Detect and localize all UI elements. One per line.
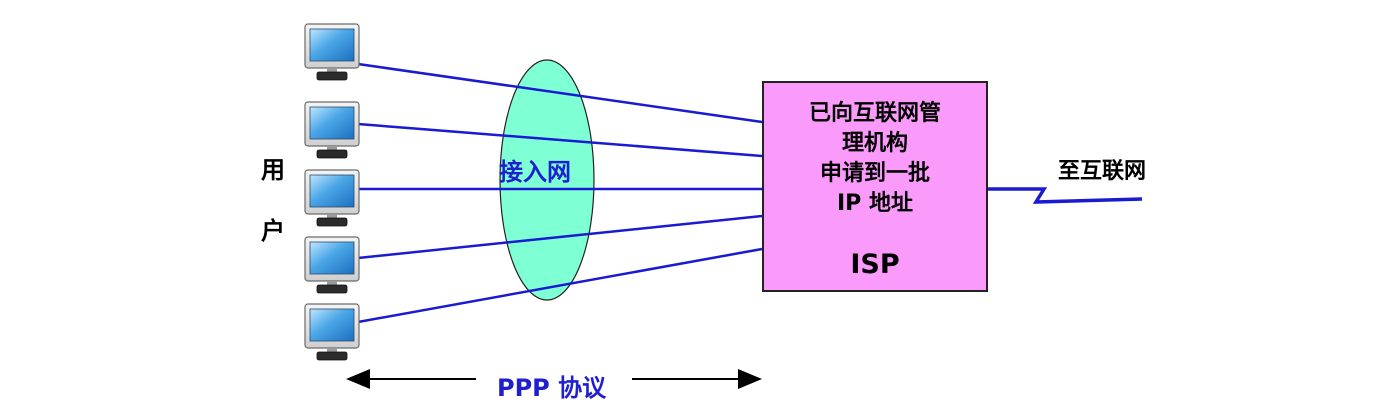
isp-description-line-1: 已向互联网管 [808,101,941,126]
internet-link-icon [988,187,1143,204]
isp-description: 已向互联网管 理机构 申请到一批 IP 地址 [764,99,986,219]
computer-group [304,23,360,361]
ppp-protocol-label: PPP 协议 [497,374,607,402]
access-network-label: 接入网 [499,158,571,186]
computer-icon [304,236,360,294]
computer-icon [304,303,360,361]
users-label-char-2: 户 [261,217,285,245]
link-lines [357,62,763,324]
isp-name: ISP [850,249,900,280]
isp-description-line-3: 申请到一批 [819,161,930,186]
isp-description-line-2: 理机构 [841,131,908,156]
computer-icon [304,23,360,81]
users-label-char-1: 用 [261,156,285,184]
link-line-2 [357,122,763,158]
link-line-1 [357,62,763,124]
computer-icon [304,169,360,227]
internet-label: 至互联网 [1058,159,1147,184]
isp-description-line-4: IP 地址 [837,191,913,216]
isp-box: 已向互联网管 理机构 申请到一批 IP 地址 ISP [762,81,988,292]
link-line-5 [357,247,763,324]
link-line-4 [357,214,763,260]
computer-icon [304,101,360,159]
